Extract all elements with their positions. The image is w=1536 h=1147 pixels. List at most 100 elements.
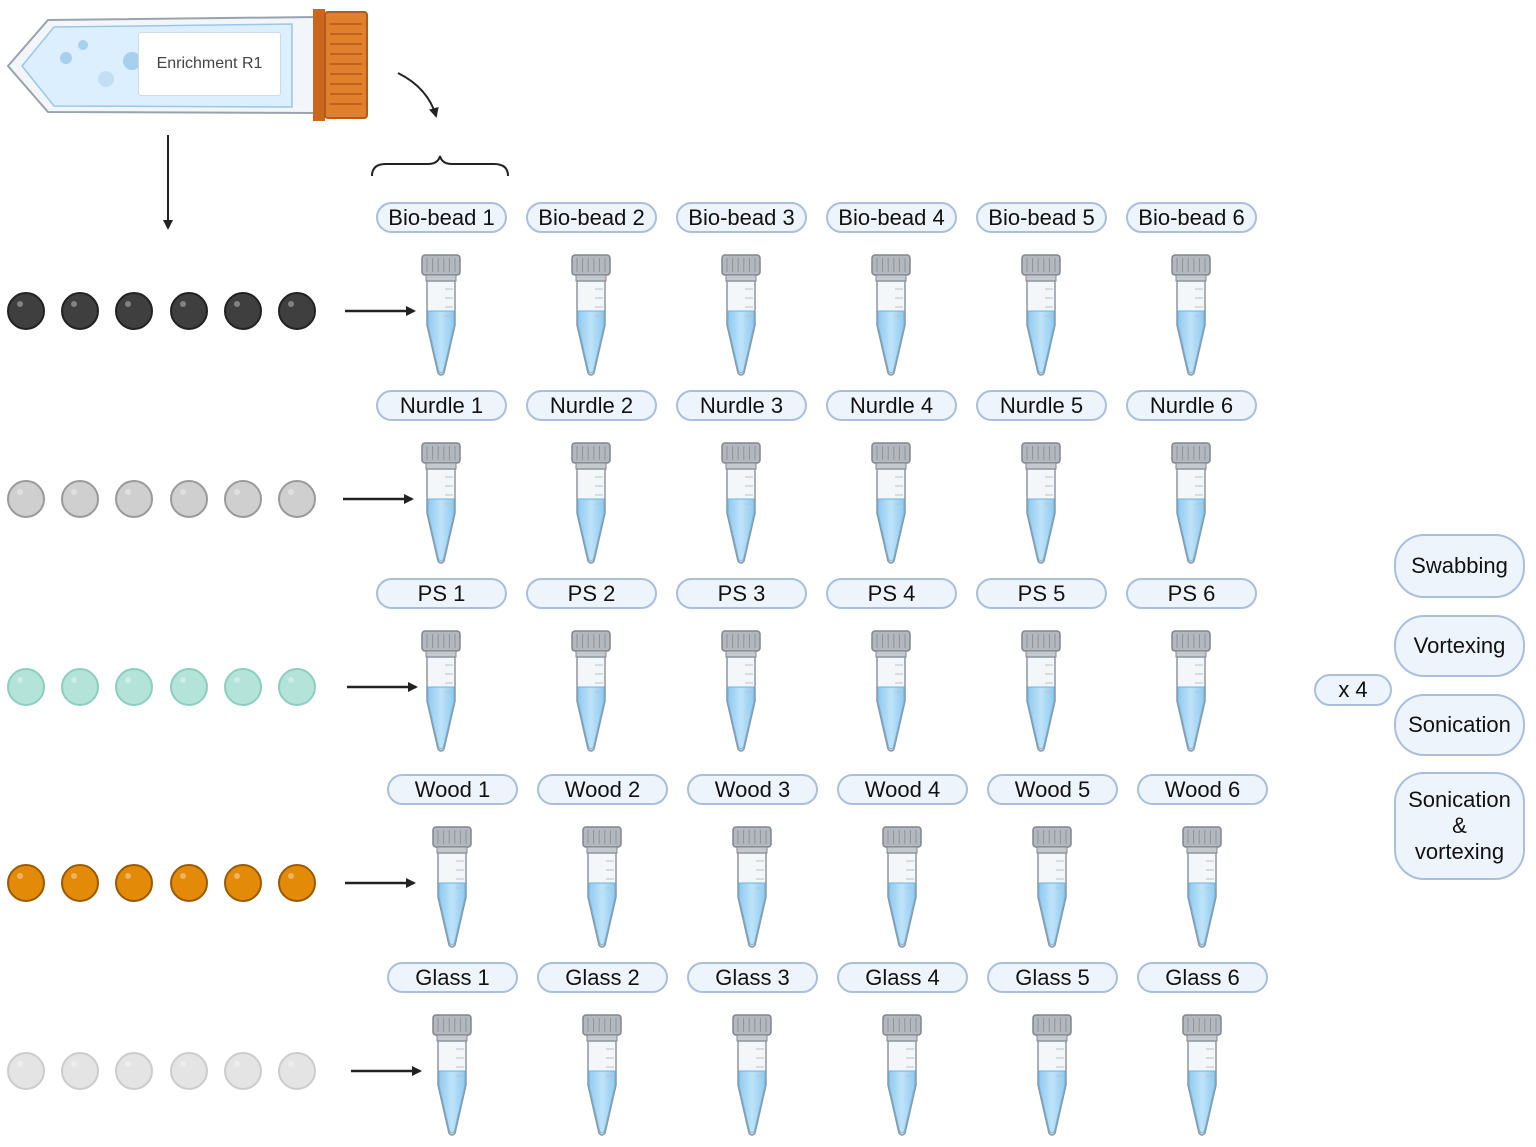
nurdle-tube-1-icon <box>421 442 461 564</box>
wood-bead-5 <box>224 864 262 902</box>
wood-tube-1-icon <box>432 826 472 948</box>
method-line: Sonication <box>1408 712 1511 737</box>
bio-bead-bead-highlight-2 <box>71 301 77 307</box>
bio-bead-label-5: Bio-bead 5 <box>976 202 1107 233</box>
bio-bead-tube-4-icon <box>871 254 911 376</box>
glass-bead-highlight-4 <box>180 1061 186 1067</box>
wood-label-3: Wood 3 <box>687 774 818 805</box>
bio-bead-bead-highlight-5 <box>234 301 240 307</box>
glass-bead-highlight-2 <box>71 1061 77 1067</box>
glass-label-4: Glass 4 <box>837 962 968 993</box>
nurdle-bead-highlight-6 <box>288 489 294 495</box>
wood-tube-6-icon <box>1182 826 1222 948</box>
wood-bead-highlight-1 <box>17 873 23 879</box>
glass-tube-6-icon <box>1182 1014 1222 1136</box>
method-swabbing: Swabbing <box>1394 534 1525 598</box>
brace <box>371 155 509 177</box>
wood-label-6: Wood 6 <box>1137 774 1268 805</box>
ps-label-6: PS 6 <box>1126 578 1257 609</box>
ps-bead-highlight-1 <box>17 677 23 683</box>
ps-bead-highlight-5 <box>234 677 240 683</box>
ps-bead-1 <box>7 668 45 706</box>
wood-tube-4-icon <box>882 826 922 948</box>
bio-bead-bead-3 <box>115 292 153 330</box>
ps-bead-6 <box>278 668 316 706</box>
wood-label-5: Wood 5 <box>987 774 1118 805</box>
ps-tube-3-icon <box>721 630 761 752</box>
curved-arrow <box>397 72 439 118</box>
ps-label-2: PS 2 <box>526 578 657 609</box>
bio-bead-tube-5-icon <box>1021 254 1061 376</box>
wood-tube-3-icon <box>732 826 772 948</box>
ps-label-1: PS 1 <box>376 578 507 609</box>
glass-bead-highlight-3 <box>125 1061 131 1067</box>
glass-label-3: Glass 3 <box>687 962 818 993</box>
ps-label-5: PS 5 <box>976 578 1107 609</box>
glass-tube-2-icon <box>582 1014 622 1136</box>
nurdle-bead-3 <box>115 480 153 518</box>
bio-bead-label-3: Bio-bead 3 <box>676 202 807 233</box>
nurdle-bead-5 <box>224 480 262 518</box>
bio-bead-tube-2-icon <box>571 254 611 376</box>
bio-bead-bead-2 <box>61 292 99 330</box>
method-line: Vortexing <box>1413 633 1506 658</box>
ps-tube-5-icon <box>1021 630 1061 752</box>
bio-bead-label-6: Bio-bead 6 <box>1126 202 1257 233</box>
nurdle-tube-3-icon <box>721 442 761 564</box>
glass-label-2: Glass 2 <box>537 962 668 993</box>
nurdle-bead-highlight-3 <box>125 489 131 495</box>
wood-bead-4 <box>170 864 208 902</box>
method-vortexing: Vortexing <box>1394 615 1525 677</box>
wood-bead-highlight-6 <box>288 873 294 879</box>
glass-tube-1-icon <box>432 1014 472 1136</box>
nurdle-bead-1 <box>7 480 45 518</box>
wood-bead-1 <box>7 864 45 902</box>
bio-bead-label-1: Bio-bead 1 <box>376 202 507 233</box>
glass-label-6: Glass 6 <box>1137 962 1268 993</box>
nurdle-bead-highlight-2 <box>71 489 77 495</box>
nurdle-tube-6-icon <box>1171 442 1211 564</box>
bio-bead-tube-3-icon <box>721 254 761 376</box>
ps-bead-highlight-6 <box>288 677 294 683</box>
nurdle-bead-4 <box>170 480 208 518</box>
wood-label-1: Wood 1 <box>387 774 518 805</box>
bio-bead-bead-highlight-1 <box>17 301 23 307</box>
bio-bead-bead-6 <box>278 292 316 330</box>
glass-label-1: Glass 1 <box>387 962 518 993</box>
flask-label: Enrichment R1 <box>138 32 281 96</box>
bio-bead-label-4: Bio-bead 4 <box>826 202 957 233</box>
wood-tube-2-icon <box>582 826 622 948</box>
ps-bead-4 <box>170 668 208 706</box>
nurdle-bead-highlight-4 <box>180 489 186 495</box>
nurdle-label-5: Nurdle 5 <box>976 390 1107 421</box>
bio-bead-bead-highlight-6 <box>288 301 294 307</box>
rows-layer <box>7 254 1222 1136</box>
method-line: & <box>1452 813 1467 838</box>
wood-tube-5-icon <box>1032 826 1072 948</box>
ps-tube-4-icon <box>871 630 911 752</box>
replicates-badge: x 4 <box>1314 674 1392 706</box>
bio-bead-bead-1 <box>7 292 45 330</box>
bio-bead-label-2: Bio-bead 2 <box>526 202 657 233</box>
method-line: Swabbing <box>1411 553 1508 578</box>
nurdle-bead-highlight-5 <box>234 489 240 495</box>
ps-tube-2-icon <box>571 630 611 752</box>
nurdle-tube-2-icon <box>571 442 611 564</box>
method-line: Sonication <box>1408 787 1511 812</box>
method-sonication-vortexing: Sonication&vortexing <box>1394 772 1525 880</box>
ps-tube-1-icon <box>421 630 461 752</box>
wood-bead-highlight-4 <box>180 873 186 879</box>
bio-bead-tube-6-icon <box>1171 254 1211 376</box>
ps-bead-highlight-3 <box>125 677 131 683</box>
wood-label-2: Wood 2 <box>537 774 668 805</box>
ps-bead-2 <box>61 668 99 706</box>
ps-bead-5 <box>224 668 262 706</box>
glass-tube-4-icon <box>882 1014 922 1136</box>
nurdle-label-1: Nurdle 1 <box>376 390 507 421</box>
wood-bead-highlight-3 <box>125 873 131 879</box>
method-sonication: Sonication <box>1394 694 1525 756</box>
ps-label-4: PS 4 <box>826 578 957 609</box>
nurdle-bead-highlight-1 <box>17 489 23 495</box>
wood-bead-highlight-5 <box>234 873 240 879</box>
